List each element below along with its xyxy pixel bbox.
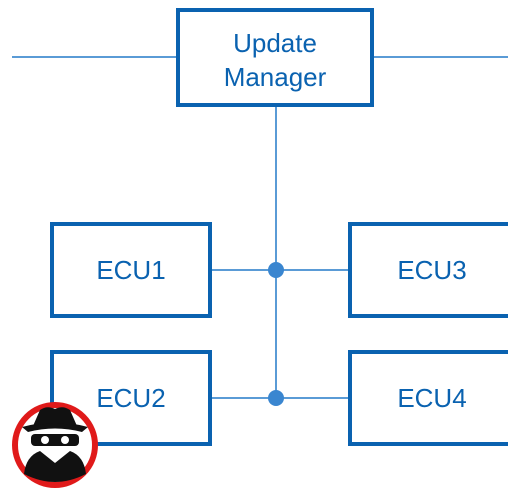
attacker-coat bbox=[24, 451, 86, 482]
update-manager-label-line1: Update bbox=[233, 28, 317, 58]
ecu2-box bbox=[50, 350, 212, 446]
junction-lower bbox=[268, 390, 284, 406]
ecu1-node: ECU1 bbox=[50, 222, 212, 318]
ecu3-label: ECU3 bbox=[397, 255, 466, 285]
ecu2-label: ECU2 bbox=[96, 383, 165, 413]
ecu3-node: ECU3 bbox=[348, 222, 508, 318]
ecu2-node: ECU2 bbox=[50, 350, 212, 446]
ecu1-box bbox=[50, 222, 212, 318]
update-manager-node: Update Manager bbox=[176, 8, 374, 107]
update-manager-box bbox=[176, 8, 374, 107]
hacker-spy-icon bbox=[12, 402, 98, 488]
junction-upper bbox=[268, 262, 284, 278]
ecu4-node: ECU4 bbox=[348, 350, 508, 446]
ecu4-label: ECU4 bbox=[397, 383, 466, 413]
update-manager-label-line2: Manager bbox=[224, 62, 327, 92]
ecu4-box bbox=[348, 350, 508, 446]
ecu1-label: ECU1 bbox=[96, 255, 165, 285]
ecu3-box bbox=[348, 222, 508, 318]
